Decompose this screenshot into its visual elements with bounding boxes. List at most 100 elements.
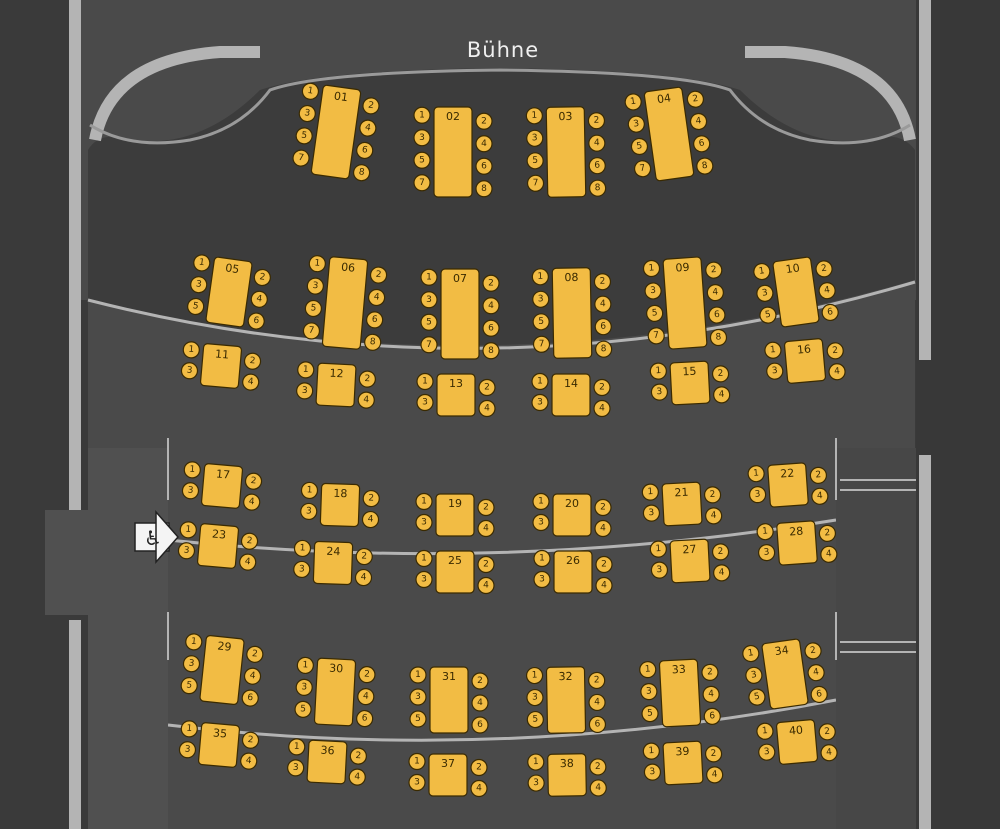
seat-circle[interactable] — [828, 363, 846, 381]
seat-circle[interactable] — [477, 498, 495, 517]
seat[interactable]: 1 — [639, 661, 657, 679]
seat-circle[interactable] — [593, 399, 611, 418]
seat-circle[interactable] — [711, 365, 730, 383]
seat-circle[interactable] — [706, 284, 724, 302]
seat[interactable]: 3 — [627, 115, 645, 133]
seat[interactable]: 2 — [471, 672, 489, 690]
seat-circle[interactable] — [304, 299, 322, 318]
seat-circle[interactable] — [756, 523, 774, 541]
seat[interactable]: 4 — [357, 688, 375, 706]
seat-circle[interactable] — [703, 707, 721, 725]
seat-circle[interactable] — [531, 393, 549, 412]
seat[interactable]: 4 — [807, 664, 825, 682]
seat[interactable]: 6 — [810, 685, 828, 704]
seat-circle[interactable] — [301, 82, 320, 100]
table-surface[interactable] — [661, 481, 703, 527]
table-surface[interactable] — [545, 666, 587, 734]
seat-circle[interactable] — [531, 268, 549, 286]
seat-circle[interactable] — [295, 127, 313, 145]
seat-circle[interactable] — [359, 119, 377, 137]
seat-circle[interactable] — [649, 540, 667, 558]
seat[interactable]: 5 — [759, 306, 777, 324]
seat-circle[interactable] — [293, 539, 312, 558]
table-surface[interactable] — [310, 84, 362, 180]
seat[interactable]: 2 — [595, 555, 613, 574]
seat-circle[interactable] — [361, 510, 380, 529]
seat-circle[interactable] — [627, 115, 645, 133]
seat-circle[interactable] — [287, 759, 305, 777]
seat[interactable]: 4 — [243, 493, 261, 511]
table-surface[interactable] — [761, 638, 809, 710]
seat-circle[interactable] — [533, 570, 551, 589]
seat[interactable]: 1 — [642, 259, 661, 278]
seat[interactable]: 4 — [357, 391, 375, 409]
seat[interactable]: 6 — [693, 135, 711, 153]
seat[interactable]: 6 — [241, 689, 259, 707]
seat[interactable]: 7 — [413, 174, 431, 192]
table-surface[interactable] — [553, 550, 593, 594]
seat-circle[interactable] — [420, 336, 438, 354]
seat[interactable]: 4 — [482, 297, 500, 315]
seat[interactable]: 1 — [408, 752, 426, 771]
seat[interactable]: 1 — [756, 523, 774, 541]
seat-circle[interactable] — [644, 282, 662, 300]
seat[interactable]: 3 — [181, 482, 200, 500]
seat[interactable]: 5 — [646, 304, 664, 322]
seat-circle[interactable] — [748, 486, 767, 504]
seat[interactable]: 4 — [475, 135, 493, 153]
seat-circle[interactable] — [594, 318, 612, 336]
table-surface[interactable] — [199, 634, 245, 706]
seat[interactable]: 2 — [477, 555, 495, 574]
seat[interactable]: 3 — [300, 502, 318, 521]
seat[interactable]: 5 — [420, 313, 438, 331]
seat[interactable]: 3 — [644, 282, 662, 300]
seat-circle[interactable] — [302, 322, 321, 340]
table-surface[interactable] — [643, 86, 695, 182]
seat-circle[interactable] — [593, 378, 611, 397]
seat[interactable]: 3 — [295, 678, 313, 696]
seat[interactable]: 2 — [470, 758, 488, 777]
seat-circle[interactable] — [190, 276, 208, 294]
seat-circle[interactable] — [650, 383, 669, 401]
seat-circle[interactable] — [689, 112, 708, 131]
seat[interactable]: 1 — [525, 107, 543, 125]
seat-circle[interactable] — [533, 549, 551, 568]
table-surface[interactable] — [313, 657, 357, 727]
seat[interactable]: 8 — [696, 157, 714, 175]
seat[interactable]: 7 — [633, 160, 652, 178]
seat-circle[interactable] — [409, 710, 427, 728]
seat[interactable]: 2 — [358, 666, 376, 684]
table-surface[interactable] — [662, 740, 704, 786]
seat[interactable]: 3 — [642, 504, 661, 522]
seat-circle[interactable] — [364, 333, 382, 351]
seat-circle[interactable] — [745, 666, 763, 684]
seat-circle[interactable] — [482, 274, 500, 292]
seat-circle[interactable] — [415, 513, 433, 532]
seat-circle[interactable] — [187, 297, 205, 316]
seat-circle[interactable] — [295, 678, 313, 696]
seat-circle[interactable] — [482, 297, 500, 315]
seat[interactable]: 3 — [413, 129, 431, 147]
seat[interactable]: 3 — [531, 393, 549, 412]
seat-circle[interactable] — [362, 489, 380, 508]
seat-circle[interactable] — [532, 513, 550, 532]
seat[interactable]: 1 — [179, 521, 197, 539]
seat[interactable]: 2 — [818, 723, 836, 741]
seat-circle[interactable] — [588, 693, 606, 712]
seat-circle[interactable] — [470, 779, 488, 798]
seat[interactable]: 4 — [239, 553, 257, 571]
seat[interactable]: 1 — [649, 540, 667, 558]
seat-circle[interactable] — [296, 382, 314, 400]
seat-circle[interactable] — [182, 655, 201, 673]
table-surface[interactable] — [551, 267, 593, 359]
seat-circle[interactable] — [358, 370, 376, 388]
seat-circle[interactable] — [764, 341, 782, 359]
seat-circle[interactable] — [640, 683, 658, 701]
